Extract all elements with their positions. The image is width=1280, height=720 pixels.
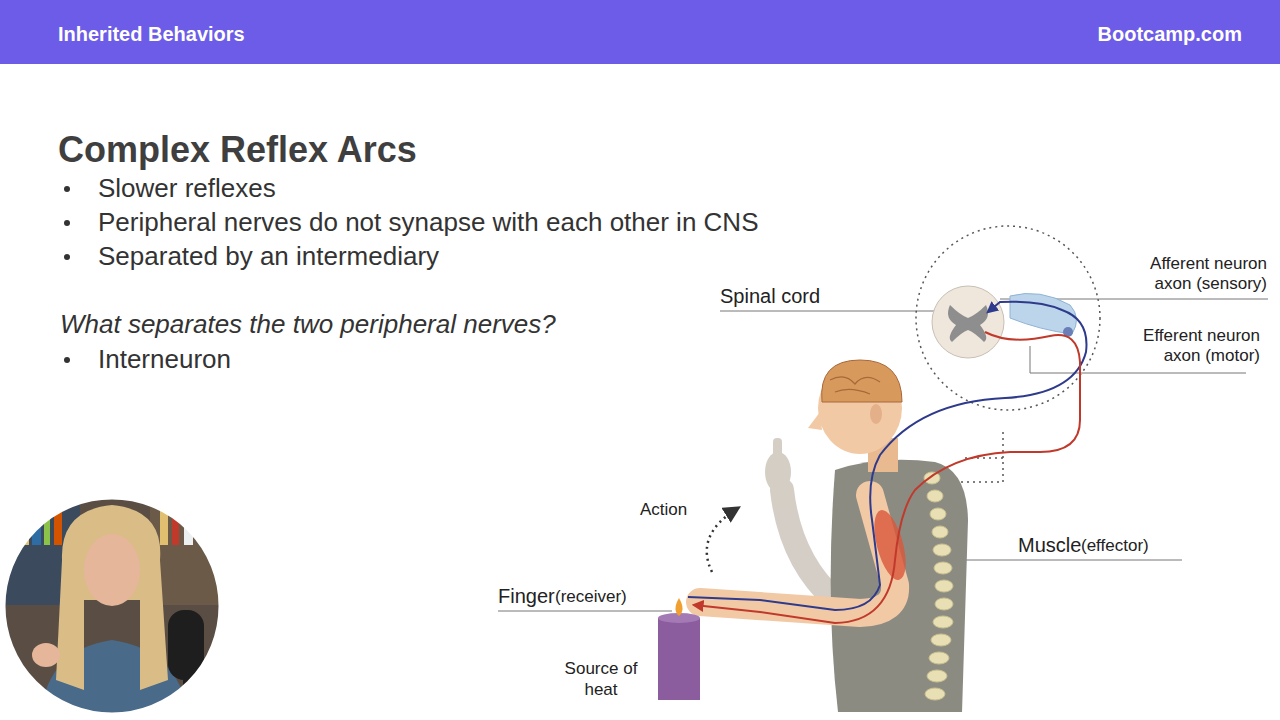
candle-part [658, 618, 700, 700]
zoom-outline [916, 226, 1100, 482]
spine-part [927, 670, 947, 682]
candle [658, 598, 700, 700]
part-note: (receiver) [555, 587, 627, 607]
raised-arm-ghost-part [773, 438, 782, 468]
header-text: Inherited Behaviors [58, 22, 245, 46]
webcam-image-part [84, 534, 140, 606]
bullet-dot [64, 220, 70, 226]
webcam-image-part [10, 505, 18, 545]
spine-part [935, 598, 953, 610]
part-label: Efferent neuron axon (motor) [1110, 326, 1260, 366]
bullet-dot [64, 357, 70, 363]
head-part [830, 377, 880, 394]
webcam-image-part [172, 508, 179, 545]
head [808, 360, 902, 472]
webcam-image-part [0, 490, 240, 720]
bullet-dot [64, 254, 70, 260]
spine-part [932, 526, 948, 538]
spine-part [934, 562, 952, 574]
spine-part [933, 616, 953, 628]
raised-arm-ghost-part [782, 490, 835, 600]
head-part [808, 412, 822, 430]
bullet-text: Slower reflexes [98, 173, 276, 204]
leader-lines-part [720, 311, 935, 312]
arm [700, 495, 895, 613]
raised-arm-ghost [765, 438, 835, 600]
head-part [870, 404, 882, 424]
part-note: (effector) [1081, 536, 1149, 556]
spine [924, 472, 953, 700]
spinal-cord-section-part [948, 305, 988, 342]
webcam-image [0, 490, 240, 720]
candle-part [676, 598, 683, 616]
spine-part [924, 472, 940, 484]
answer-text: Interneuron [98, 344, 231, 375]
webcam-image-part [44, 510, 50, 545]
spinal-cord-section-part [932, 286, 1004, 358]
spine-part [935, 580, 953, 592]
bullet-text: Peripheral nerves do not synapse with ea… [98, 207, 758, 238]
webcam-image-part [32, 643, 60, 667]
bullet-dot [64, 186, 70, 192]
part-label: Spinal cord [720, 284, 820, 308]
spine-part [933, 544, 951, 556]
webcam-ring [4, 498, 220, 714]
part-label: Finger [498, 584, 555, 608]
spine-part [931, 634, 951, 646]
question-text: What separates the two peripheral nerves… [60, 309, 556, 340]
efferent-nerve [694, 332, 1080, 623]
spine-part [925, 688, 945, 700]
head-part [822, 360, 902, 402]
afferent-nerve [688, 302, 1087, 610]
spine-part [927, 490, 943, 502]
brand-text: Bootcamp.com [1098, 22, 1242, 46]
spine-part [929, 652, 949, 664]
action-label: Action [640, 500, 687, 520]
spine-part [930, 508, 946, 520]
leader-lines-part [498, 611, 672, 612]
webcam-image-part [184, 503, 193, 545]
leader-lines-part [930, 560, 1182, 561]
zoom-outline-part [916, 226, 1100, 410]
webcam-image-part [56, 505, 168, 690]
slide-title: Complex Reflex Arcs [58, 128, 417, 171]
bullet-text: Separated by an intermediary [98, 241, 439, 272]
action-arrow [707, 508, 738, 572]
part-label: Muscle [1018, 533, 1081, 557]
part-label: Afferent neuron axon (sensory) [1117, 254, 1267, 294]
part-label: Source of heat [556, 658, 646, 700]
spinal-cord-section [932, 286, 1077, 358]
